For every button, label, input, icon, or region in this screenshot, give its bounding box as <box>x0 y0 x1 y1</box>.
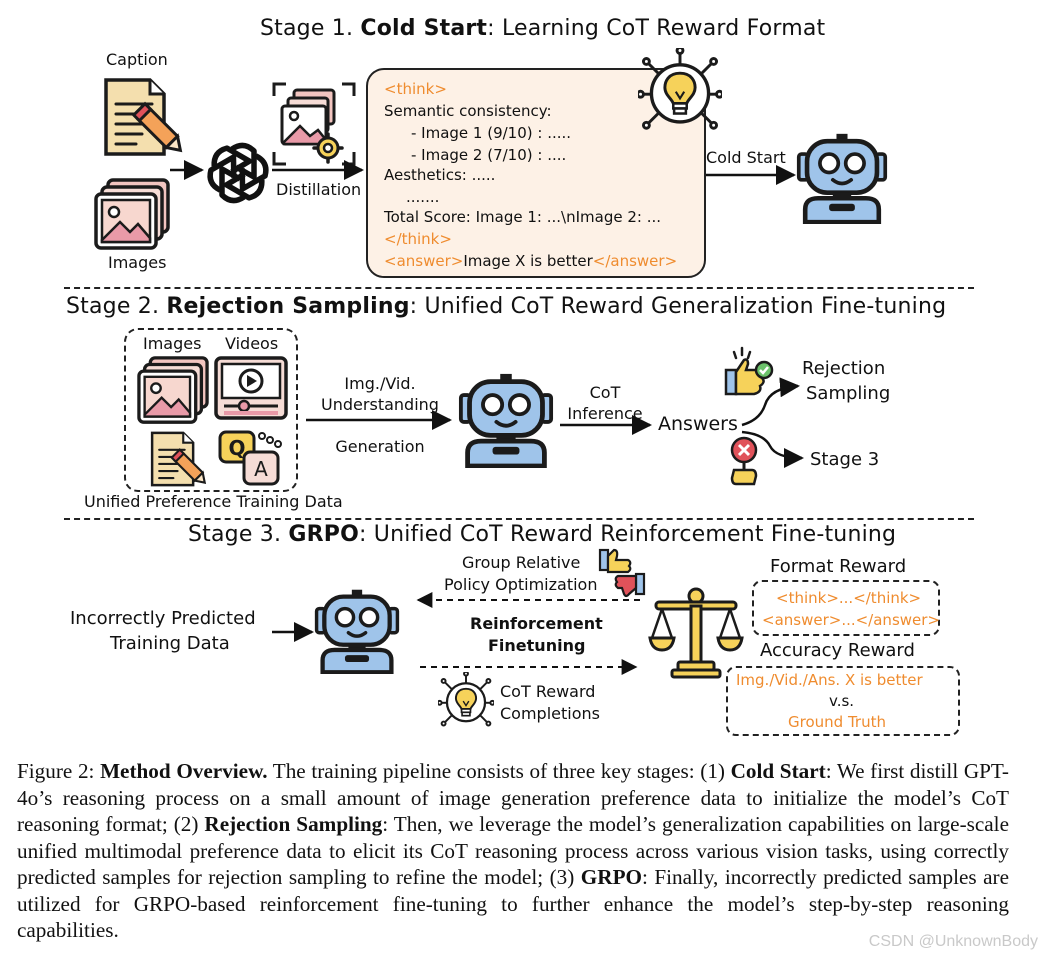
answers-label: Answers <box>658 413 738 435</box>
stage1-title: Stage 1. Cold Start: Learning CoT Reward… <box>260 16 826 41</box>
svg-text:A: A <box>254 457 268 481</box>
accuracy-line2: Ground Truth <box>788 713 886 731</box>
thumbs-up-icon <box>724 346 774 396</box>
image-stack-icon <box>94 178 170 250</box>
stage-divider <box>64 287 974 289</box>
format-reward-line1: <think>...</think> <box>776 589 922 607</box>
cold-start-label: Cold Start <box>706 148 786 167</box>
stage3-title: Stage 3. GRPO: Unified CoT Reward Reinfo… <box>188 522 897 547</box>
generation-label: Generation <box>335 437 425 456</box>
watermark: CSDN @UnknownBody <box>868 933 1038 950</box>
distillation-label: Distillation <box>276 180 362 199</box>
figure-caption: Figure 2: Method Overview. The training … <box>17 759 1009 942</box>
stage2-arrows <box>306 377 804 468</box>
videos-label: Videos <box>225 334 279 353</box>
rf-label-1: Reinforcement <box>470 614 603 633</box>
format-reward-line2: <answer>...</answer> <box>762 611 940 629</box>
lightbulb-network-icon <box>438 672 494 728</box>
cot-line-aesthetics: Aesthetics: ..... <box>384 166 496 184</box>
cot-format-box <box>366 68 706 278</box>
grpo-label-2: Policy Optimization <box>444 575 598 594</box>
cot-inference-label-2: Inference <box>567 404 643 423</box>
video-player-icon <box>214 356 288 420</box>
accuracy-line1: Img./Vid./Ans. X is better <box>736 671 923 689</box>
cot-line-total: Total Score: Image 1: ...\nImage 2: ... <box>384 208 662 226</box>
accuracy-vs: v.s. <box>829 692 855 710</box>
cot-line-image1: - Image 1 (9/10) : ..... <box>411 124 572 142</box>
understanding-label-2: Understanding <box>321 395 439 414</box>
training-data-label: Unified Preference Training Data <box>84 492 343 511</box>
cot-inference-label-1: CoT <box>589 383 621 402</box>
images-label: Images <box>108 253 167 272</box>
qa-chat-icon: Q A <box>218 430 282 486</box>
stage-divider <box>64 518 974 520</box>
cot-think-open: <think> <box>384 80 447 98</box>
rejection-sampling-label-1: Rejection <box>802 358 886 379</box>
cot-line-semantic: Semantic consistency: <box>384 102 552 120</box>
robot-icon <box>314 588 400 674</box>
completions-label-1: CoT Reward <box>500 682 596 701</box>
cot-think-close: </think> <box>384 230 452 248</box>
training-data-box <box>124 328 298 492</box>
document-pen-icon <box>150 431 207 487</box>
incorrect-data-label-2: Training Data <box>110 633 230 654</box>
rejection-sampling-label-2: Sampling <box>806 383 891 404</box>
thumbs-up-down-icon <box>598 548 646 598</box>
cot-line-image2: - Image 2 (7/10) : .... <box>411 146 567 164</box>
accuracy-reward-box <box>726 666 960 736</box>
stage3-arrows <box>272 592 640 675</box>
stage3-label: Stage 3 <box>810 449 880 470</box>
document-pen-icon <box>104 78 183 156</box>
format-reward-box <box>752 580 940 636</box>
caption-label: Caption <box>106 50 168 69</box>
image-stack-icon <box>137 356 209 424</box>
stage1-arrows <box>170 160 796 185</box>
cot-answer-line: <answer>Image X is better</answer> <box>384 252 678 270</box>
format-reward-title: Format Reward <box>770 556 907 577</box>
images-label-2: Images <box>143 334 202 353</box>
incorrect-data-label-1: Incorrectly Predicted <box>70 608 256 629</box>
stage2-title: Stage 2. Rejection Sampling: Unified CoT… <box>66 294 947 319</box>
cot-line-ellipsis: ....... <box>406 188 440 206</box>
grpo-label-1: Group Relative <box>462 553 581 572</box>
openai-logo-icon <box>205 140 271 206</box>
rf-label-2: Finetuning <box>488 636 586 655</box>
understanding-label-1: Img./Vid. <box>344 374 416 393</box>
reject-sign-icon <box>730 436 758 486</box>
balance-scale-icon <box>648 587 744 679</box>
svg-text:Q: Q <box>228 436 245 460</box>
distillation-icon <box>272 82 356 166</box>
completions-label-2: Completions <box>500 704 600 723</box>
accuracy-reward-title: Accuracy Reward <box>760 640 915 661</box>
